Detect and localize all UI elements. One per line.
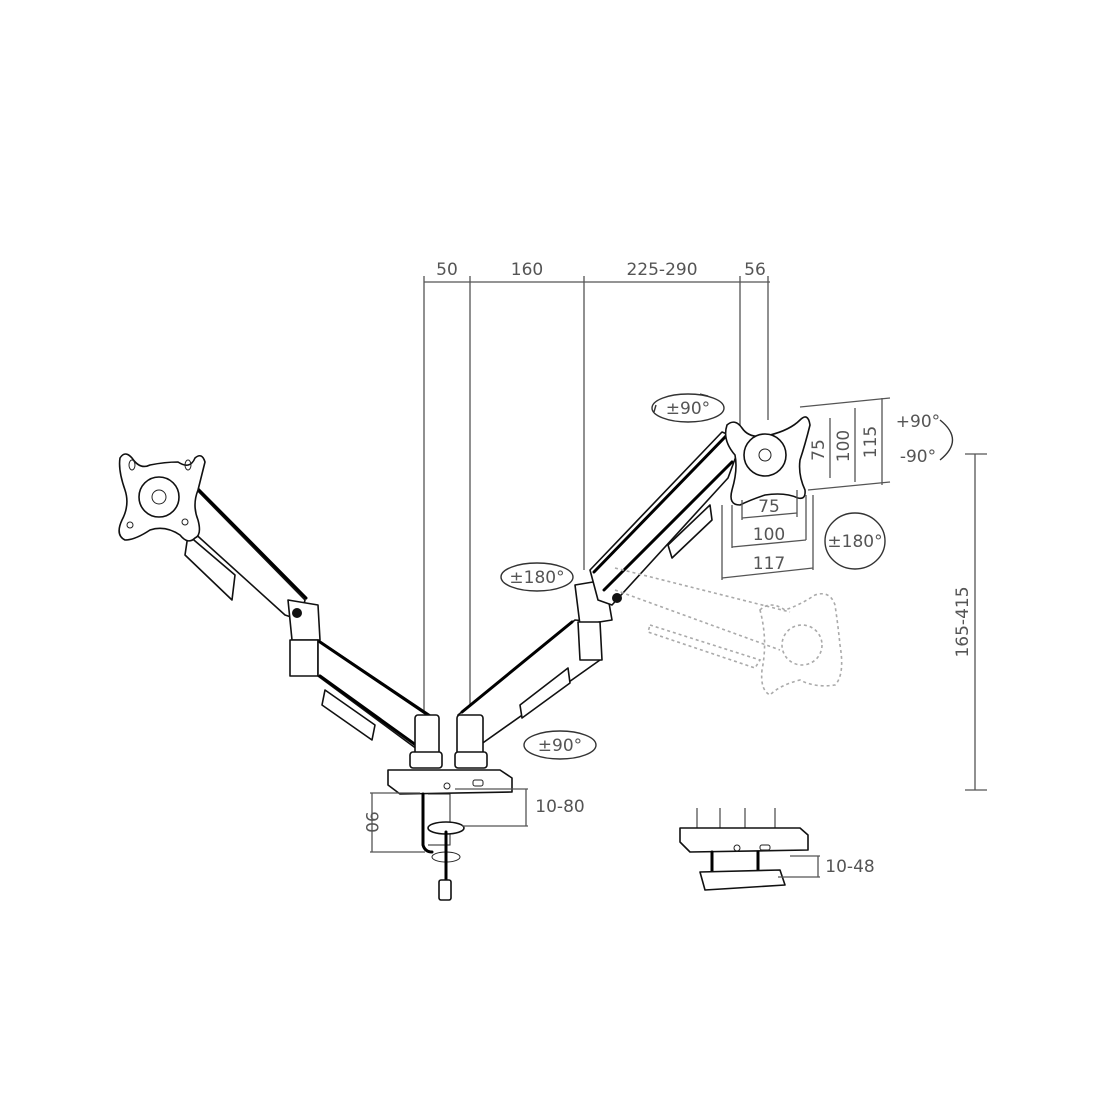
dim-56: 56 bbox=[744, 260, 766, 280]
vesa-v-100: 100 bbox=[834, 430, 854, 462]
label-clamp-10-80: 10-80 bbox=[535, 797, 584, 817]
vesa-h-117: 117 bbox=[753, 554, 785, 574]
label-grommet-10-48: 10-48 bbox=[825, 857, 874, 877]
vesa-v-115: 115 bbox=[861, 426, 881, 458]
label-height-165-415: 165-415 bbox=[953, 586, 973, 657]
label-plus90: +90° bbox=[896, 412, 940, 432]
dim-160: 160 bbox=[511, 260, 543, 280]
vesa-v-75: 75 bbox=[809, 439, 829, 461]
grommet-mount: 10-48 bbox=[679, 808, 875, 891]
rotation-tilt-side: +90° -90° bbox=[896, 412, 954, 467]
dim-225-290: 225-290 bbox=[626, 260, 697, 280]
label-clamp-90: 90 bbox=[361, 811, 381, 833]
rotation-plate: ±180° bbox=[824, 512, 886, 570]
top-dimension-chain: 50 160 225-290 56 bbox=[423, 260, 770, 720]
dim-50: 50 bbox=[436, 260, 458, 280]
label-minus90: -90° bbox=[900, 447, 936, 467]
left-vesa-plate bbox=[118, 453, 206, 542]
rotation-tilt-top: ±90° bbox=[651, 393, 725, 423]
vesa-dimensions: 75 100 115 75 100 117 bbox=[721, 397, 891, 580]
vesa-h-100: 100 bbox=[753, 525, 785, 545]
label-pm180-elbow: ±180° bbox=[509, 568, 564, 588]
label-pm90-base: ±90° bbox=[538, 736, 582, 756]
vesa-h-75: 75 bbox=[758, 497, 780, 517]
label-pm180-plate: ±180° bbox=[827, 532, 882, 552]
desk-clamp: 90 10-80 bbox=[361, 769, 585, 901]
height-range-dimension: 165-415 bbox=[953, 453, 987, 791]
left-arm bbox=[179, 484, 443, 769]
ghost-position bbox=[614, 567, 843, 696]
label-tilt-pm90: ±90° bbox=[666, 399, 710, 419]
right-arm bbox=[454, 431, 743, 769]
rotation-elbow: ±180° bbox=[500, 562, 574, 592]
rotation-base: ±90° bbox=[523, 730, 597, 760]
right-vesa-plate bbox=[724, 416, 811, 506]
